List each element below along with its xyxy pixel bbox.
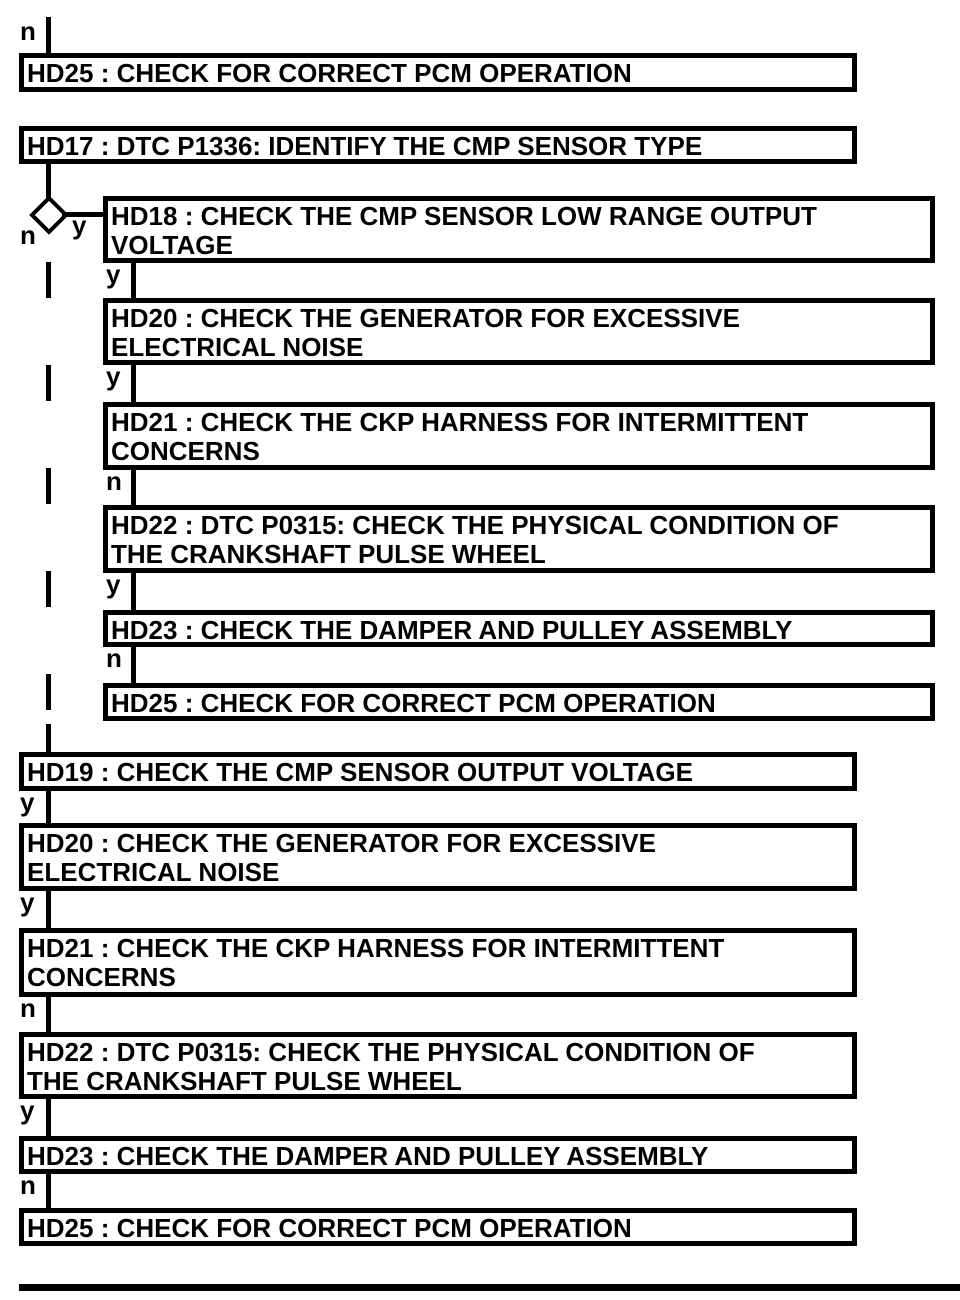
node-text: VOLTAGE — [111, 230, 233, 260]
node-hd22-lower: HD22 : DTC P0315: CHECK THE PHYSICAL CON… — [19, 1032, 857, 1099]
edge-label-after-hd19: y — [20, 787, 35, 817]
node-hd23-lower: HD23 : CHECK THE DAMPER AND PULLEY ASSEM… — [19, 1136, 857, 1174]
connector-hd22-to-hd23-lower — [46, 1099, 51, 1136]
node-hd19: HD19 : CHECK THE CMP SENSOR OUTPUT VOLTA… — [19, 752, 857, 791]
node-hd23-upper: HD23 : CHECK THE DAMPER AND PULLEY ASSEM… — [103, 610, 935, 647]
node-text: THE CRANKSHAFT PULSE WHEEL — [27, 1066, 462, 1096]
edge-label-after-hd18: y — [106, 259, 121, 289]
connector-top-into-hd25 — [46, 17, 51, 53]
node-hd25-bottom: HD25 : CHECK FOR CORRECT PCM OPERATION — [19, 1208, 857, 1246]
connector-hd19-to-hd20-lower — [46, 791, 51, 823]
node-text: HD23 : CHECK THE DAMPER AND PULLEY ASSEM… — [27, 1141, 709, 1171]
node-hd20-upper: HD20 : CHECK THE GENERATOR FOR EXCESSIVE… — [103, 298, 935, 365]
connector-hd20-to-hd21-lower — [46, 891, 51, 928]
edge-label-no-top: n — [20, 16, 36, 46]
connector-decision-no-dashed — [46, 237, 51, 724]
node-hd25-top: HD25 : CHECK FOR CORRECT PCM OPERATION — [19, 53, 857, 92]
connector-hd21-to-hd22-upper — [131, 470, 136, 505]
edge-label-after-hd20-lower: y — [20, 887, 35, 917]
node-hd21-lower: HD21 : CHECK THE CKP HARNESS FOR INTERMI… — [19, 928, 857, 997]
connector-hd23-to-hd25-bottom — [46, 1174, 51, 1208]
node-hd21-upper: HD21 : CHECK THE CKP HARNESS FOR INTERMI… — [103, 402, 935, 470]
edge-label-decision-no: n — [20, 220, 36, 250]
edge-label-after-hd23-upper: n — [106, 643, 122, 673]
connector-hd22-to-hd23-upper — [131, 573, 136, 610]
node-hd20-lower: HD20 : CHECK THE GENERATOR FOR EXCESSIVE… — [19, 823, 857, 891]
node-text: HD23 : CHECK THE DAMPER AND PULLEY ASSEM… — [111, 615, 793, 645]
node-text: HD20 : CHECK THE GENERATOR FOR EXCESSIVE — [111, 303, 740, 333]
node-text: HD22 : DTC P0315: CHECK THE PHYSICAL CON… — [27, 1037, 755, 1067]
node-text: CONCERNS — [27, 962, 176, 992]
node-text: HD25 : CHECK FOR CORRECT PCM OPERATION — [111, 688, 716, 718]
connector-hd17-to-decision — [46, 164, 51, 200]
connector-hd21-to-hd22-lower — [46, 997, 51, 1032]
node-text: HD20 : CHECK THE GENERATOR FOR EXCESSIVE — [27, 828, 656, 858]
edge-label-after-hd23-lower: n — [20, 1170, 36, 1200]
node-text: ELECTRICAL NOISE — [27, 857, 280, 887]
node-text: HD25 : CHECK FOR CORRECT PCM OPERATION — [27, 1213, 632, 1243]
edge-label-after-hd22-lower: y — [20, 1095, 35, 1125]
edge-label-after-hd22-upper: y — [106, 569, 121, 599]
bottom-divider — [19, 1284, 960, 1291]
node-text: HD21 : CHECK THE CKP HARNESS FOR INTERMI… — [111, 407, 809, 437]
node-hd22-upper: HD22 : DTC P0315: CHECK THE PHYSICAL CON… — [103, 505, 935, 573]
edge-label-decision-yes: y — [72, 210, 87, 240]
node-text: HD19 : CHECK THE CMP SENSOR OUTPUT VOLTA… — [27, 757, 693, 787]
node-hd18: HD18 : CHECK THE CMP SENSOR LOW RANGE OU… — [103, 196, 935, 263]
node-hd17: HD17 : DTC P1336: IDENTIFY THE CMP SENSO… — [19, 126, 857, 164]
connector-hd18-to-hd20 — [131, 263, 136, 298]
node-text: ELECTRICAL NOISE — [111, 332, 364, 362]
connector-no-into-hd19 — [46, 724, 51, 752]
edge-label-after-hd21-lower: n — [20, 993, 36, 1023]
node-hd25-upper: HD25 : CHECK FOR CORRECT PCM OPERATION — [103, 683, 935, 721]
node-text: HD17 : DTC P1336: IDENTIFY THE CMP SENSO… — [27, 131, 703, 161]
connector-decision-to-hd18 — [62, 212, 103, 217]
connector-hd23-to-hd25-upper — [131, 647, 136, 683]
node-text: HD25 : CHECK FOR CORRECT PCM OPERATION — [27, 58, 632, 88]
node-text: CONCERNS — [111, 436, 260, 466]
node-text: HD18 : CHECK THE CMP SENSOR LOW RANGE OU… — [111, 201, 817, 231]
edge-label-after-hd20-upper: y — [106, 361, 121, 391]
node-text: HD21 : CHECK THE CKP HARNESS FOR INTERMI… — [27, 933, 725, 963]
edge-label-after-hd21-upper: n — [106, 466, 122, 496]
node-text: THE CRANKSHAFT PULSE WHEEL — [111, 539, 546, 569]
node-text: HD22 : DTC P0315: CHECK THE PHYSICAL CON… — [111, 510, 839, 540]
connector-hd20-to-hd21-upper — [131, 365, 136, 402]
